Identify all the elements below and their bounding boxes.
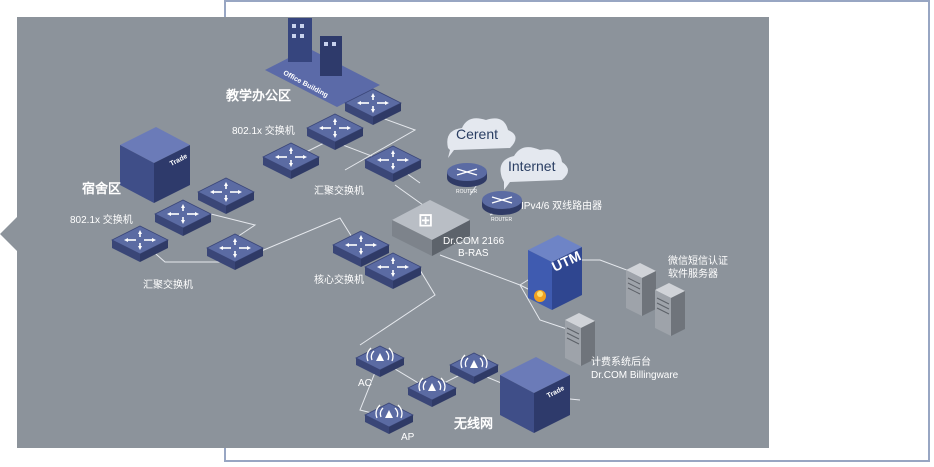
router-icon (446, 162, 488, 188)
office-building-icon (265, 18, 380, 107)
office-switch-icon (364, 145, 422, 183)
dorm-agg-label: 汇聚交换机 (143, 280, 193, 291)
core-switch-label: 核心交换机 (314, 275, 364, 286)
wechat-server-icon (625, 262, 657, 317)
dorm-switch-icon (154, 199, 212, 237)
utm-firewall-icon (528, 235, 582, 310)
svg-text:⊞: ⊞ (418, 210, 433, 231)
ap-icon (364, 402, 414, 435)
internet-cloud-icon (500, 147, 568, 190)
office-agg-label: 汇聚交换机 (314, 186, 364, 197)
zone-label-wireless: 无线网 (454, 416, 494, 431)
dorm-switch-icon (197, 177, 255, 215)
ac-label: AC (358, 378, 372, 389)
ac-controller-icon (355, 345, 405, 378)
router-tag-2: ROUTER (491, 217, 513, 223)
zone-label-dorm: 宿舍区 (82, 181, 122, 196)
dorm-8021x-label: 802.1x 交换机 (70, 215, 133, 226)
billing-label-1: 计费系统后台 (591, 357, 651, 368)
router-icon (481, 190, 523, 216)
internet-cloud-label: Internet (508, 158, 556, 174)
office-switch-icon (306, 113, 364, 151)
cerent-cloud-label: Cerent (456, 126, 499, 142)
bras-label-2: B-RAS (458, 248, 489, 259)
zone-label-office: 教学办公区 (226, 88, 292, 103)
ap-label: AP (401, 432, 415, 443)
wechat-server-icon (654, 282, 686, 337)
dorm-switch-icon (206, 233, 264, 271)
ap-icon (449, 352, 499, 385)
router-label: IPv4/6 双线路由器 (521, 201, 603, 212)
office-8021x-label: 802.1x 交换机 (232, 126, 295, 137)
wechat-label-1: 微信短信认证 (668, 256, 728, 267)
bras-device-icon: ⊞ (392, 200, 470, 256)
office-switch-icon (262, 142, 320, 180)
panel-pointer (0, 217, 17, 251)
cerent-cloud-icon (447, 118, 516, 158)
wechat-label-2: 软件服务器 (668, 269, 718, 280)
billing-label-2: Dr.COM Billingware (591, 370, 679, 381)
router-tag-1: ROUTER (456, 189, 478, 195)
bras-label-1: Dr.COM 2166 (443, 236, 505, 247)
